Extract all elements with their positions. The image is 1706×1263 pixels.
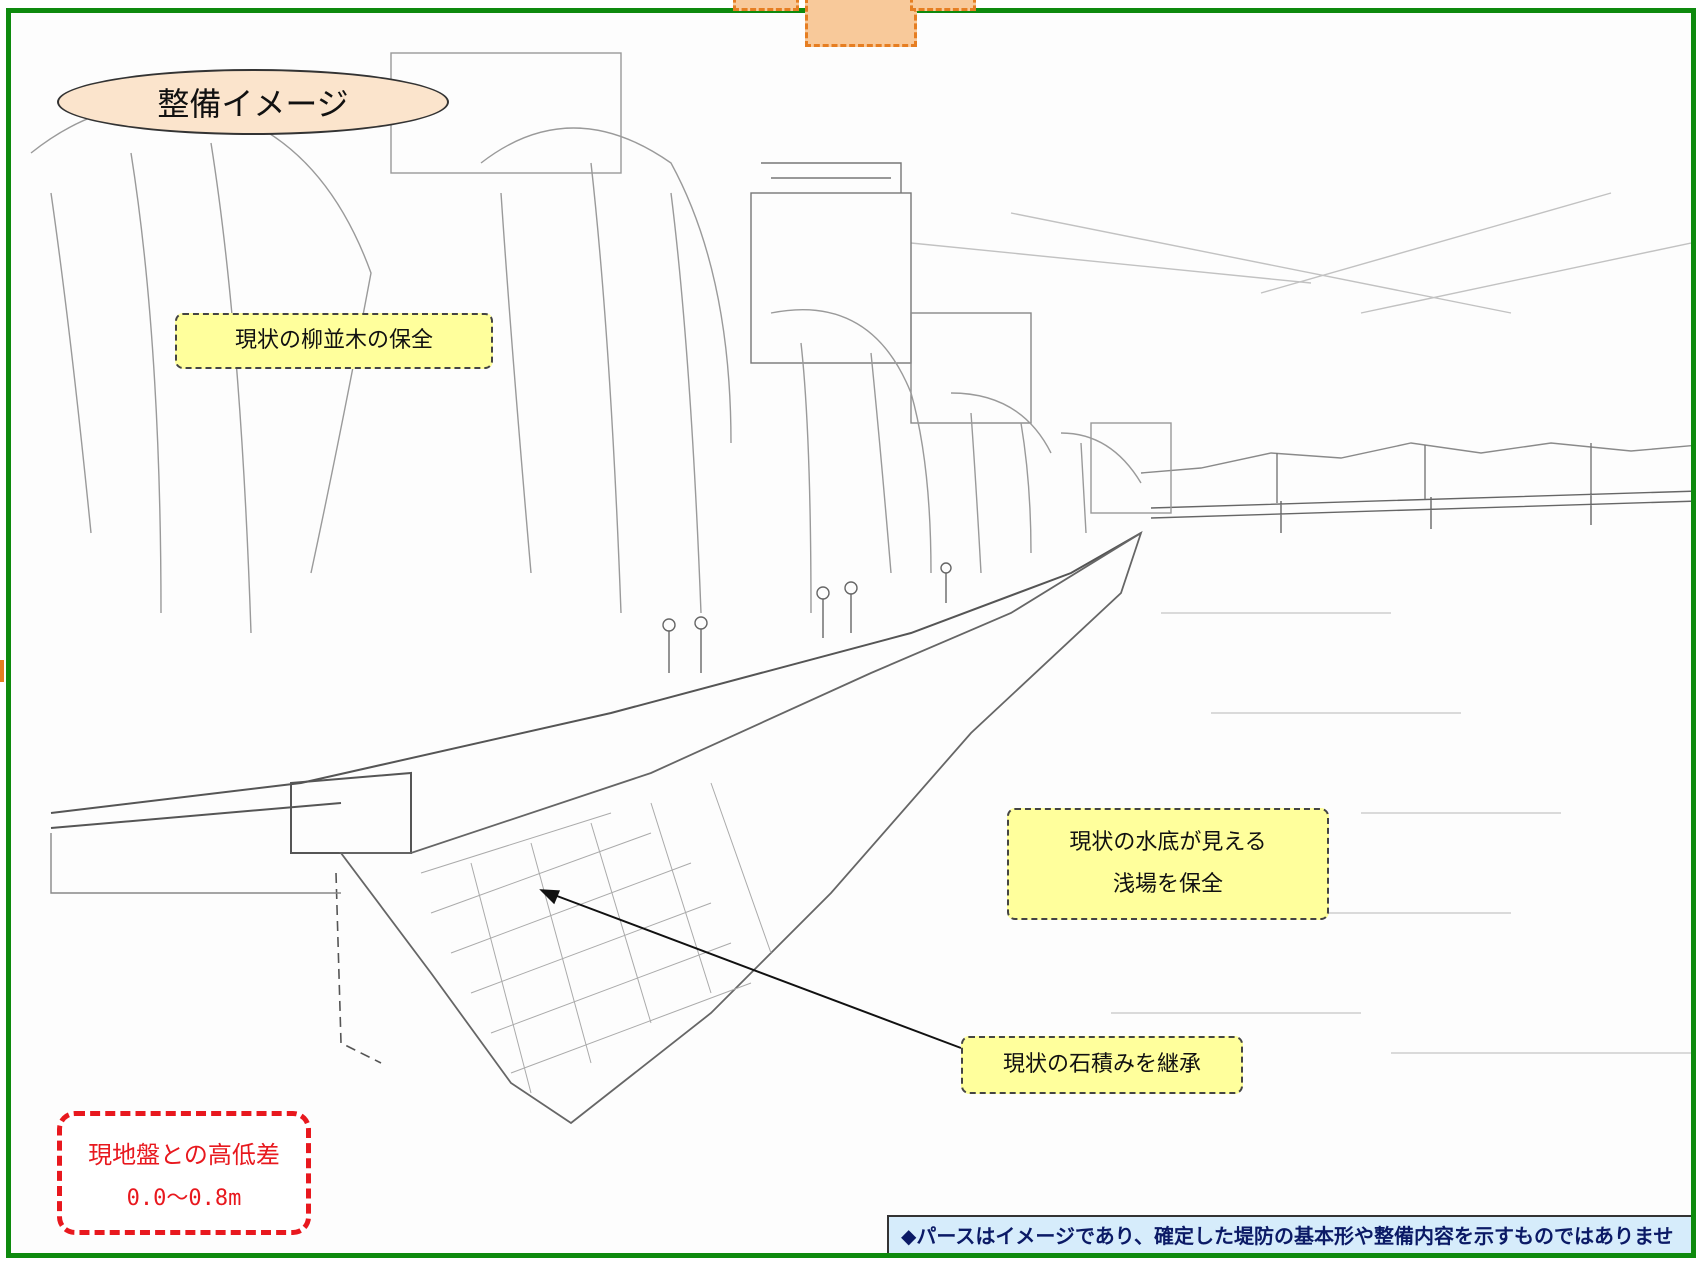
- title-text: 整備イメージ: [157, 85, 349, 123]
- callout-stone-wall: 現状の石積みを継承: [961, 1036, 1243, 1094]
- stone-revetment: [339, 530, 1143, 1125]
- title-oval: 整備イメージ: [57, 69, 449, 135]
- stone-callout-leader: [548, 892, 962, 1049]
- bridge: [1150, 490, 1691, 533]
- building-1: [750, 192, 912, 364]
- elevation-label: 現地盤との高低差: [88, 1140, 280, 1169]
- building-2: [910, 312, 1032, 424]
- arrow-head-icon: [539, 889, 561, 905]
- callout-stone-text: 現状の石積みを継承: [1002, 1052, 1201, 1078]
- elevation-difference-box: 現地盤との高低差 0.0～0.8m: [57, 1111, 311, 1235]
- promenade: [50, 532, 1142, 814]
- top-tab-center: [805, 0, 917, 47]
- river-water: [1111, 612, 1691, 1054]
- parapet: [290, 771, 412, 854]
- elevation-value: 0.0～0.8m: [126, 1185, 242, 1211]
- disclaimer-note: ◆パースはイメージであり、確定した堤防の基本形や整備内容を示すものではありません…: [887, 1215, 1691, 1253]
- top-tab-left: [733, 0, 799, 11]
- stone-texture: [420, 782, 772, 1094]
- top-tab-right: [910, 0, 976, 11]
- people: [662, 562, 952, 673]
- building-3: [1090, 422, 1172, 514]
- callout-shallows-line2: 浅場を保全: [1112, 872, 1223, 897]
- callout-willow-preservation: 現状の柳並木の保全: [175, 313, 493, 369]
- callout-willow-text: 現状の柳並木の保全: [234, 328, 433, 354]
- distant-hills: [1140, 442, 1691, 474]
- riverbank-sketch: [30, 52, 1691, 1125]
- side-tick-mark: [0, 660, 4, 682]
- callout-shallows-line1: 現状の水底が見える: [1069, 830, 1267, 856]
- image-frame: 整備イメージ 現状の柳並木の保全 現状の水底が見える 浅場を保全 現状の石積みを…: [6, 8, 1696, 1258]
- callout-shallows-preservation: 現状の水底が見える 浅場を保全: [1007, 808, 1329, 920]
- willow-trees: [30, 103, 1142, 634]
